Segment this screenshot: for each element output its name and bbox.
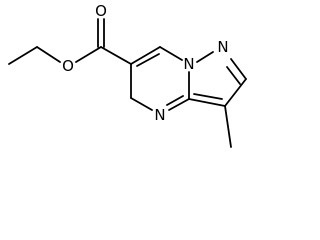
atom-ester-oxygen: O xyxy=(62,57,74,75)
bond-methyl-methylene xyxy=(8,46,38,65)
bond-c3a-n4 xyxy=(168,98,190,111)
bond-c6-c7-inner xyxy=(136,53,160,67)
bond-methylene-oxygen xyxy=(36,46,61,63)
chemical-structure: O O N N N xyxy=(8,2,247,148)
atom-bridgehead-nitrogen: N xyxy=(183,55,194,73)
atom-carbonyl-oxygen: O xyxy=(95,2,107,20)
bond-c7-n8 xyxy=(159,46,183,61)
bond-n8-n1 xyxy=(196,51,214,63)
bond-c3-c3a xyxy=(188,98,226,107)
bond-n4-c5 xyxy=(130,97,153,111)
bond-c2-c3 xyxy=(224,78,247,107)
bond-c3-c3a-inner xyxy=(193,93,223,100)
atom-pyrimidine-nitrogen: N xyxy=(154,106,165,124)
bond-n1-c2 xyxy=(230,58,247,80)
bond-c6-c7 xyxy=(130,46,161,65)
bond-c3a-n4-inner xyxy=(166,95,184,106)
bond-n1-c2-inner xyxy=(226,66,241,85)
bond-oxygen-carbonyl xyxy=(75,46,102,63)
bond-c3-methyl xyxy=(224,105,232,148)
bond-carbonyl-ring xyxy=(100,46,132,65)
atom-pyrazole-nitrogen: N xyxy=(217,38,228,56)
